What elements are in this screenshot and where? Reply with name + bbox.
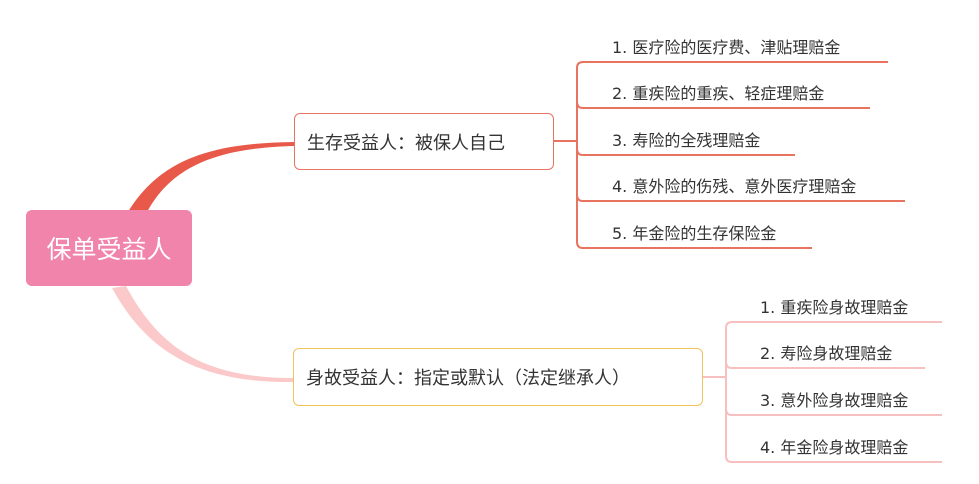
leaf-node[interactable]: 2. 寿险身故理赔金 (760, 344, 893, 363)
leaf-node[interactable]: 3. 寿险的全残理赔金 (612, 131, 761, 150)
branch-label: 生存受益人：被保人自己 (307, 132, 505, 154)
leaf-node[interactable]: 3. 意外险身故理赔金 (760, 391, 909, 410)
branch-node-survival-beneficiary[interactable]: 生存受益人：被保人自己 (294, 113, 554, 170)
leaf-node[interactable]: 1. 医疗险的医疗费、津贴理赔金 (612, 38, 841, 57)
root-node[interactable]: 保单受益人 (26, 210, 192, 286)
root-label: 保单受益人 (46, 235, 172, 264)
leaf-node[interactable]: 4. 意外险的伤残、意外医疗理赔金 (612, 177, 857, 196)
root-to-branch-2-curve (112, 286, 293, 383)
branch-2-leaf-3-line (725, 408, 942, 416)
leaf-node[interactable]: 2. 重疾险的重疾、轻症理赔金 (612, 84, 825, 103)
leaf-node[interactable]: 4. 年金险身故理赔金 (760, 438, 909, 457)
root-to-branch-1-curve (128, 142, 294, 214)
branch-2-leaf-2-line (725, 361, 925, 369)
leaf-node[interactable]: 1. 重疾险身故理赔金 (760, 298, 909, 317)
leaf-node[interactable]: 5. 年金险的生存保险金 (612, 224, 777, 243)
branch-1-bracket (576, 61, 584, 249)
branch-1-leaf-2-line (576, 101, 870, 109)
branch-1-leaf-4-line (576, 194, 905, 202)
branch-node-death-beneficiary[interactable]: 身故受益人：指定或默认（法定继承人） (293, 348, 703, 406)
branch-2-bracket (725, 321, 733, 463)
branch-1-leaf-3-line (576, 148, 795, 156)
branch-label: 身故受益人：指定或默认（法定继承人） (306, 368, 630, 389)
